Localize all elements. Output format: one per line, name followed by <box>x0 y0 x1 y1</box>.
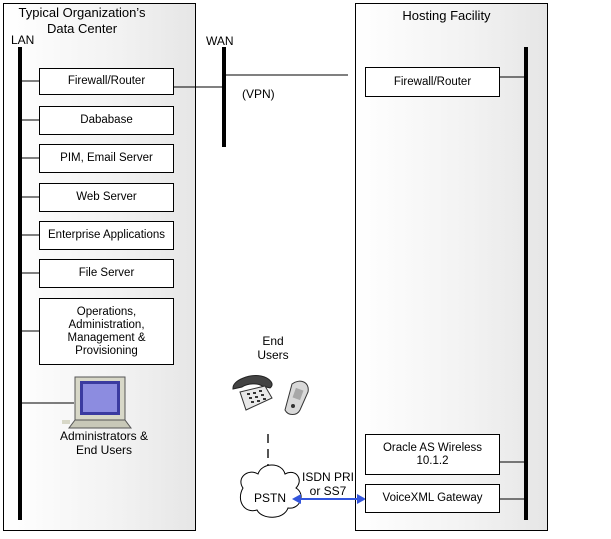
right-firewall-router-box: Firewall/Router <box>365 67 500 97</box>
database-box: Dababase <box>39 106 174 135</box>
data-center-title: Typical Organization’s Data Center <box>18 5 146 36</box>
computer-icon <box>62 376 132 429</box>
oracle-as-wireless-box: Oracle AS Wireless 10.1.2 <box>365 434 500 475</box>
left-firewall-router-box: Firewall/Router <box>39 68 174 95</box>
pstn-label: PSTN <box>253 491 286 505</box>
file-server-box: File Server <box>39 259 174 288</box>
lan-label: LAN <box>11 33 35 47</box>
wan-label: WAN <box>206 34 234 48</box>
desk-phone-icon <box>232 375 273 411</box>
web-server-box: Web Server <box>39 183 174 212</box>
pstn-link-label: ISDN PRI or SS7 <box>301 470 354 498</box>
hosting-facility-title: Hosting Facility <box>402 8 491 23</box>
vpn-label: (VPN) <box>242 87 275 101</box>
pstn-cloud <box>239 464 302 518</box>
mobile-phone-icon <box>284 380 309 415</box>
oamp-box: Operations, Administration, Management &… <box>39 298 174 365</box>
voicexml-gateway-box: VoiceXML Gateway <box>365 484 500 513</box>
pim-email-server-box: PIM, Email Server <box>39 144 174 173</box>
enterprise-applications-box: Enterprise Applications <box>39 221 174 250</box>
end-users-label: End Users <box>257 334 289 362</box>
workstation-label: Administrators & End Users <box>59 429 149 457</box>
